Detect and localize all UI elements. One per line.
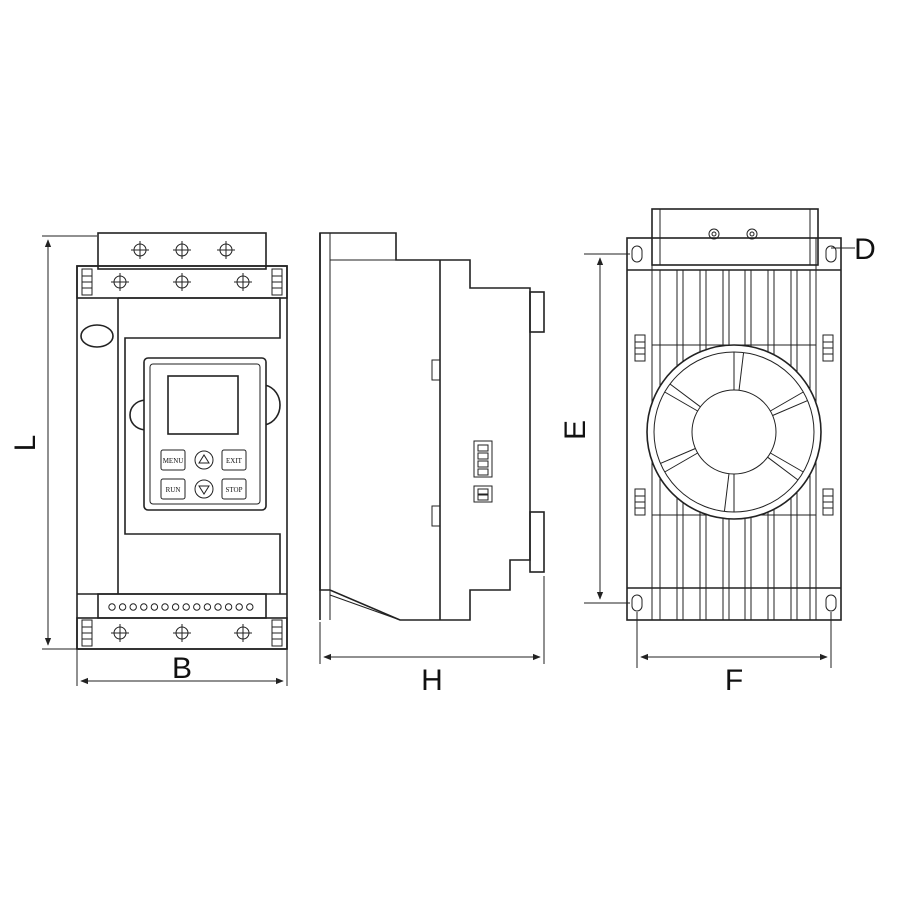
dimension-h: H (319, 576, 545, 697)
rear-view (626, 208, 842, 621)
front-view: MENU EXIT RUN STOP (76, 232, 288, 650)
stop-key[interactable] (221, 478, 247, 500)
dimension-d: D (831, 233, 876, 266)
up-arrow-icon (198, 454, 210, 464)
dimension-l-label: L (9, 435, 42, 452)
dimension-h-label: H (421, 664, 443, 697)
run-key-label: RUN (166, 486, 181, 494)
down-key[interactable] (194, 479, 214, 499)
dimension-f-label: F (725, 664, 743, 697)
dimension-f: F (636, 612, 832, 697)
dimension-b-label: B (172, 652, 192, 685)
dimension-d-label: D (854, 233, 876, 266)
menu-key-label: MENU (163, 457, 184, 465)
down-arrow-icon (198, 485, 210, 495)
side-view (319, 232, 545, 621)
run-key[interactable] (160, 478, 186, 500)
dimension-e-label: E (559, 420, 592, 440)
stop-key-label: STOP (226, 486, 243, 494)
up-key[interactable] (194, 450, 214, 470)
dimension-b: B (76, 650, 288, 686)
dimension-e: E (559, 253, 630, 604)
dimension-l: L (9, 235, 97, 650)
exit-key-label: EXIT (226, 457, 243, 465)
menu-key[interactable] (160, 449, 186, 471)
exit-key[interactable] (221, 449, 247, 471)
